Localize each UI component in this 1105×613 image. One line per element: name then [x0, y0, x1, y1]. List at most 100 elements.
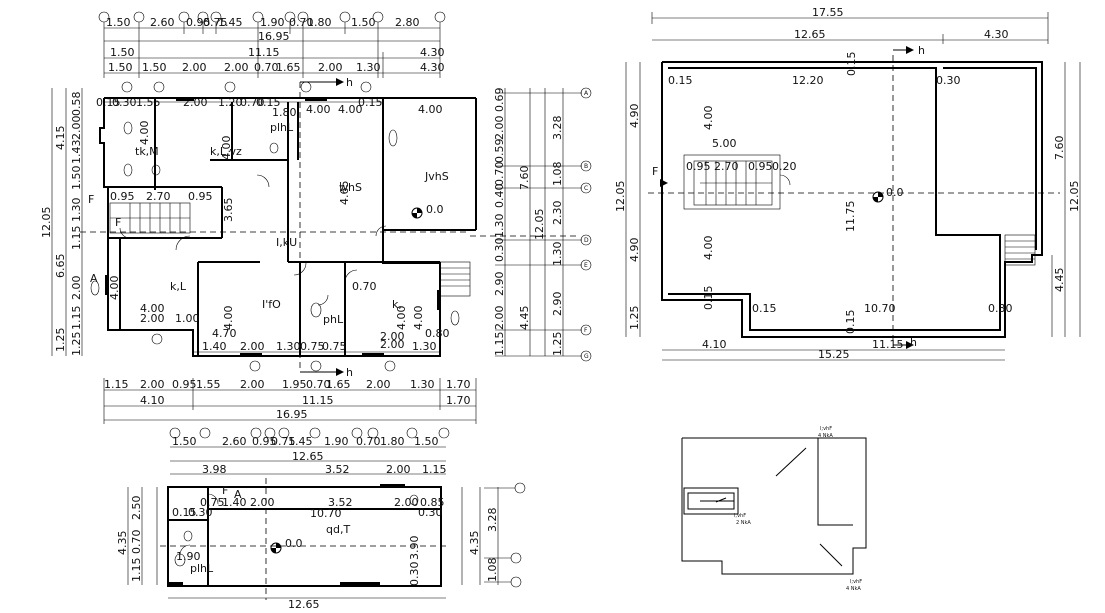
- stair-ground: [109, 202, 191, 234]
- dim-text: 1.20: [218, 96, 243, 109]
- dim-text: 10.70: [864, 302, 896, 315]
- dim-text: 4.00: [222, 306, 235, 331]
- dim-text: 0.70: [306, 378, 331, 391]
- dim-text: 0.75: [322, 340, 347, 353]
- dim-text: 4.30: [420, 61, 445, 74]
- dim-text: 1.15: [70, 306, 83, 331]
- dim-text: 4.10: [140, 394, 165, 407]
- dim-text: 0.70: [254, 61, 279, 74]
- dim-text: 4.35: [116, 531, 129, 556]
- dim-text: 1.50: [106, 16, 131, 29]
- plan-third: 1.50 2.60 0.95 0.75 1.45 1.90 0.70 1.80 …: [116, 427, 526, 611]
- dim-text: 1.30: [412, 340, 437, 353]
- dim-text: 7.60: [518, 166, 531, 191]
- dim-text: 0.30: [493, 238, 506, 263]
- dim-text: 0.15: [752, 302, 777, 315]
- dim-text: 1.43: [70, 140, 83, 165]
- dim-text: 4.70: [212, 327, 237, 340]
- plan2-grid: [648, 55, 1060, 345]
- level-text: 0.0: [886, 186, 904, 199]
- dim-text: 0.95: [172, 378, 197, 391]
- plan2-level: 0.0: [872, 186, 904, 203]
- left-dim-lines: [51, 88, 83, 356]
- grid-letter: D: [584, 237, 589, 244]
- dim-text: 2.00: [366, 378, 391, 391]
- top-dim-row-4: 1.50 1.50 2.00 2.00 0.70 1.65 2.00 1.30 …: [108, 61, 445, 74]
- dim-text: 1.95: [282, 378, 307, 391]
- dim-text: 1.90: [260, 16, 285, 29]
- detail-label: 4 NkA: [846, 586, 861, 592]
- dim-text: 12.65: [292, 450, 324, 463]
- dim-text: 0.70: [493, 162, 506, 187]
- dim-text: 1.15: [493, 332, 506, 357]
- dim-text: 1.45: [218, 16, 243, 29]
- f-label: F: [222, 484, 228, 497]
- dim-text: 4.00: [702, 106, 715, 131]
- room-label: plhL: [270, 121, 294, 134]
- dim-text: 1.50: [70, 166, 83, 191]
- right-outer-dims: 7.60 12.05 4.45: [518, 166, 546, 331]
- dim-text: 0.95: [686, 160, 711, 173]
- bottom-dim-row-2: 1.15 2.00 0.95 1.55 2.00 1.95 0.70 1.65 …: [104, 378, 471, 391]
- dim-text: 1.65: [276, 61, 301, 74]
- dim-text: 0.15: [172, 506, 197, 519]
- dim-text: 12.20: [792, 74, 824, 87]
- bottom-dim-row-1: 1.40 2.00 1.30 0.75 0.75 2.00 1.30: [202, 330, 437, 353]
- dim-text: 1.15: [130, 558, 143, 583]
- detail-label: l;vhF: [850, 579, 862, 585]
- grid-letter: C: [584, 185, 588, 192]
- dim-text: 0.95: [186, 16, 211, 29]
- dim-text: 1.40: [222, 496, 247, 509]
- dim-text: 4.00: [395, 306, 408, 331]
- dim-text: 11.15: [248, 46, 280, 59]
- dim-text: 7.60: [1053, 136, 1066, 161]
- dim-text: 0.75: [200, 496, 225, 509]
- detail-label: l;vhF: [820, 426, 832, 432]
- dim-text: 2.00: [380, 338, 405, 351]
- dim-text: 0.15: [844, 310, 857, 335]
- plan2-walls: [661, 61, 1043, 338]
- windows: [105, 97, 441, 357]
- dim-text: 1.30: [410, 378, 435, 391]
- dim-text: 1.50: [142, 61, 167, 74]
- dim-text: 1.15: [70, 226, 83, 251]
- dim-text: 1.90: [324, 435, 349, 448]
- grid-bubbles-row: [121, 81, 372, 93]
- dim-text: 0.15: [358, 96, 383, 109]
- dim-text: 1.80: [380, 435, 405, 448]
- detail-label: 4 NkA: [818, 433, 833, 439]
- dim-text: 0.58: [70, 92, 83, 117]
- dim-text: 2.00: [240, 378, 265, 391]
- dim-text: 0.69: [493, 88, 506, 113]
- dim-text: 0.70: [130, 530, 143, 555]
- dim-text: 15.25: [818, 348, 850, 361]
- top-dim-row-1: 1.50 2.60 0.95 0.75 1.45 1.90 0.70 1.80 …: [106, 16, 420, 29]
- dim-text: 1.65: [326, 378, 351, 391]
- cut-label: h: [918, 44, 925, 57]
- plan3-fixtures: [174, 493, 419, 567]
- dim-text: 1.30: [356, 61, 381, 74]
- grid-letter: A: [584, 90, 589, 97]
- dim-text: 1.50: [110, 46, 135, 59]
- plan4-labels: l;vhF 4 NkA l;vhF 2 NkA l;vhF 4 NkA: [734, 426, 862, 592]
- level-mark: 0.0: [411, 203, 444, 219]
- dim-text: 4.00: [138, 121, 151, 146]
- f-label: F: [88, 193, 94, 206]
- dim-text: 1.30: [276, 340, 301, 353]
- dim-text: 4.15: [54, 126, 67, 151]
- dim-text: 4.90: [628, 238, 641, 263]
- dim-text: 4.30: [420, 46, 445, 59]
- room-dims: 4.00 2.00 1.00 4.70 2.00 0.80 1.80 3.65 …: [108, 106, 450, 351]
- grid-letter: E: [584, 262, 588, 269]
- dim-text: 1.90: [176, 550, 201, 563]
- dim-text: 4.10: [702, 338, 727, 351]
- dim-text: 3.52: [325, 463, 350, 476]
- dim-text: 12.65: [288, 598, 320, 611]
- detail-label: 2 NkA: [736, 520, 751, 526]
- plan3-windows: [168, 484, 405, 587]
- dim-text: 0.59: [493, 139, 506, 164]
- stair-dims: 0.95 2.70 0.95: [110, 190, 213, 203]
- grid-letter: F: [584, 327, 588, 334]
- plan-detail: l;vhF 4 NkA l;vhF 2 NkA l;vhF 4 NkA: [681, 426, 867, 592]
